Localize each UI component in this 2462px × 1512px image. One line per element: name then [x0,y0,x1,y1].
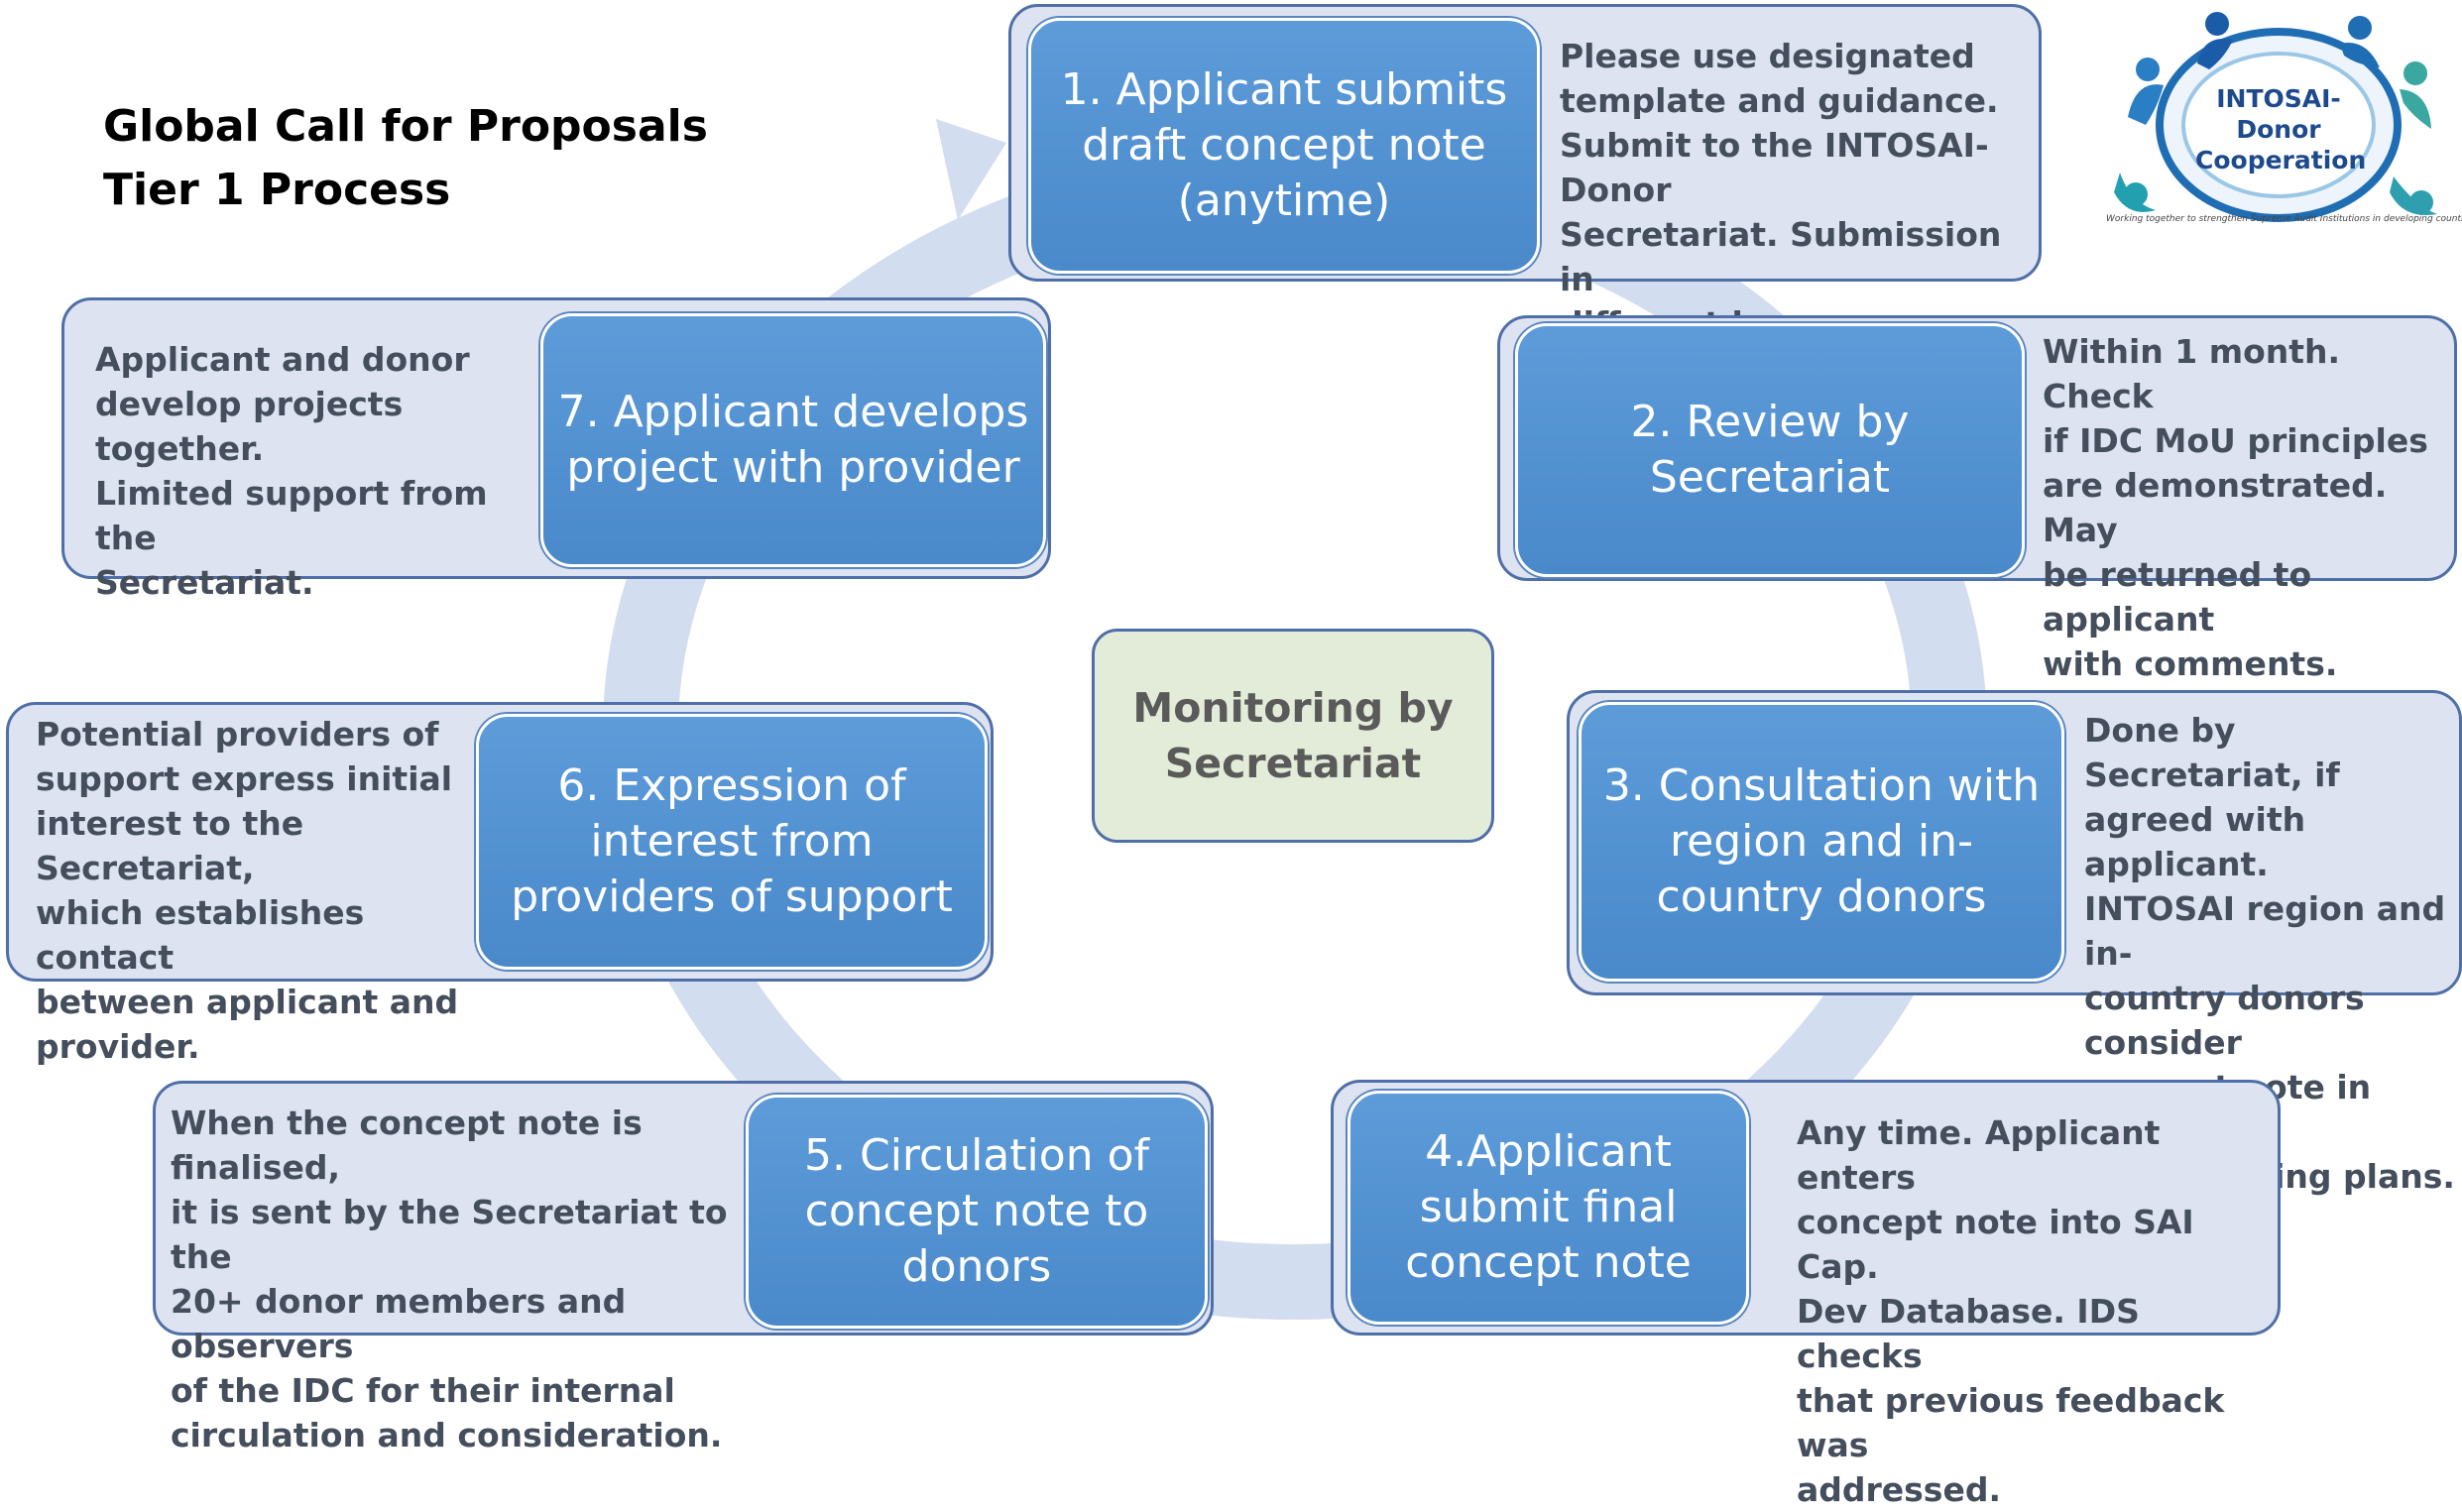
step-6-note: Potential providers of support express i… [36,715,459,1066]
step-5-box: 5. Circulation of concept note to donors [746,1095,1208,1329]
logo-name: INTOSAI-Donor Cooperation [2195,84,2367,174]
page-title: Global Call for Proposals Tier 1 Process [103,95,708,222]
step-2-box: 2. Review by Secretariat [1515,323,2025,577]
monitoring-center-box: Monitoring by Secretariat [1092,629,1494,843]
step-1-box: 1. Applicant submits draft concept note … [1028,18,1540,274]
intosai-donor-logo: INTOSAI-Donor Cooperation Working togeth… [2106,8,2462,234]
step-4-note: Any time. Applicant enters concept note … [1797,1113,2225,1509]
step-5-note: When the concept note is finalised, it i… [171,1104,728,1454]
diagram-canvas: Global Call for Proposals Tier 1 Process… [6,4,2462,1509]
step-7-note: Applicant and donor develop projects tog… [95,340,488,602]
step-6-box: 6. Expression of interest from providers… [476,714,988,970]
cycle-arrowhead [936,119,1006,220]
step-7-box: 7. Applicant develops project with provi… [540,313,1046,567]
title-line-1: Global Call for Proposals [103,101,708,152]
title-line-2: Tier 1 Process [103,165,451,215]
step-2-note: Within 1 month. Check if IDC MoU princip… [2043,332,2428,683]
step-4-box: 4.Applicant submit final concept note [1348,1091,1749,1325]
logo-tagline: Working together to strengthen Supreme A… [2106,214,2462,224]
step-3-box: 3. Consultation with region and in- coun… [1579,702,2064,982]
